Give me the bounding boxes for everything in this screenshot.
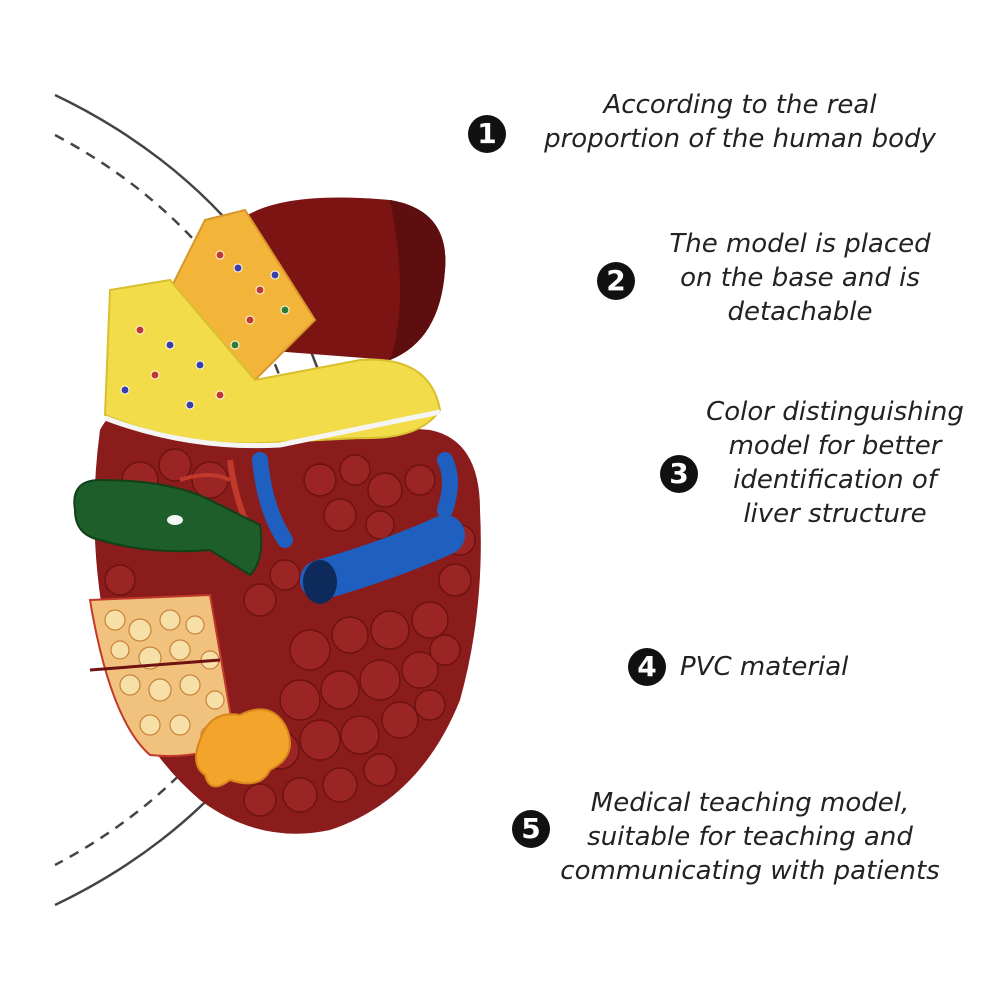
feature-line: Medical teaching model, — [590, 788, 910, 818]
feature-line: detachable — [727, 297, 873, 327]
number-badge-5: 5 — [512, 810, 550, 848]
feature-line: suitable for teaching and — [587, 822, 913, 852]
feature-line: liver structure — [743, 499, 927, 529]
feature-line: proportion of the human body — [544, 124, 936, 154]
feature-text-4: PVC material — [680, 650, 900, 684]
feature-text-3: Color distinguishing model for better id… — [690, 395, 980, 531]
feature-line: According to the real — [603, 90, 877, 120]
feature-line: communicating with patients — [560, 856, 940, 886]
feature-line: PVC material — [680, 652, 849, 682]
number-badge-4: 4 — [628, 648, 666, 686]
feature-line: on the base and is — [680, 263, 920, 293]
feature-text-5: Medical teaching model, suitable for tea… — [540, 786, 960, 888]
gallbladder — [73, 478, 263, 577]
feature-line: Color distinguishing — [706, 397, 964, 427]
number-badge-3: 3 — [660, 455, 698, 493]
cell-dots — [120, 250, 290, 410]
feature-line: The model is placed — [669, 229, 931, 259]
number-badge-1: 1 — [468, 115, 506, 153]
number-badge-2: 2 — [597, 262, 635, 300]
inner-dashed-arc — [54, 133, 304, 867]
bile-duct-cluster — [195, 708, 291, 788]
feature-line: identification of — [733, 465, 937, 495]
feature-text-1: According to the real proportion of the … — [510, 88, 970, 156]
feature-text-2: The model is placed on the base and is d… — [640, 227, 960, 329]
portal-vein — [252, 452, 293, 548]
liver-model-image — [73, 197, 481, 834]
fat-tissue-orange — [168, 208, 317, 382]
feature-line: model for better — [728, 431, 942, 461]
